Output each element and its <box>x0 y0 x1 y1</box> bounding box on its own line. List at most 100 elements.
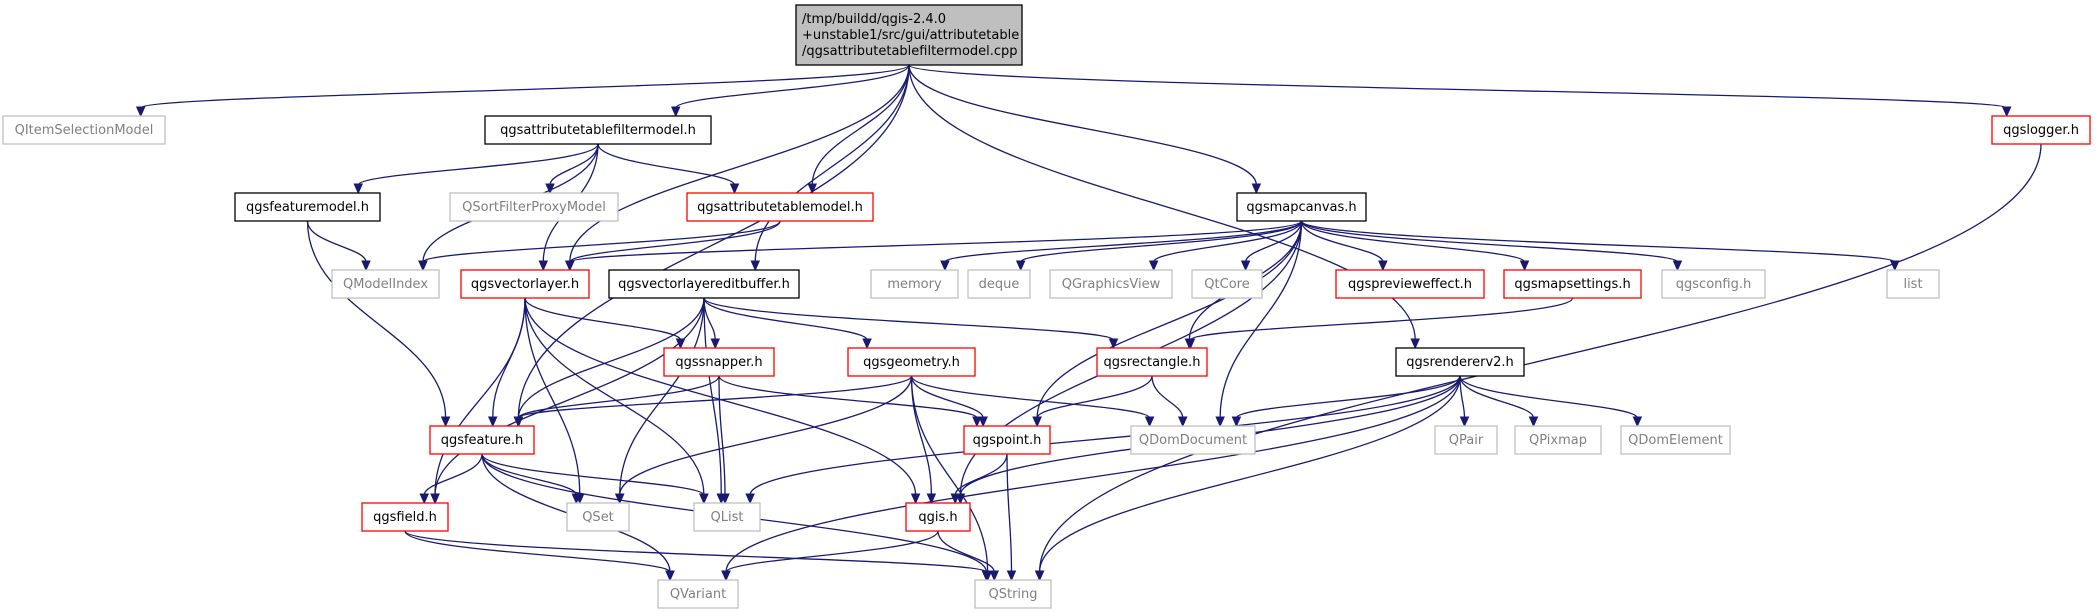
edge-line <box>357 143 599 186</box>
node-mapcanvas_h[interactable]: qgsmapcanvas.h <box>1236 192 1367 222</box>
edge-arrowhead <box>1108 338 1119 350</box>
node-snapper_h[interactable]: qgssnapper.h <box>663 347 775 377</box>
node-box <box>2 115 166 145</box>
node-box <box>905 502 971 532</box>
edge-arrowhead <box>1410 338 1420 350</box>
node-qpair: QPair <box>1434 425 1498 455</box>
edge-line <box>1153 220 1303 263</box>
node-label: QList <box>711 510 744 525</box>
edge-arrowhead <box>670 106 681 118</box>
edge-line <box>140 64 910 109</box>
edge-tablemodel_h-to-qmodelindex <box>418 220 781 272</box>
edge-arrowhead <box>745 493 755 505</box>
node-qmodelindex: QModelIndex <box>331 269 440 299</box>
edge-point_h-to-qgis_h <box>950 453 1008 505</box>
edge-arrowhead <box>720 493 730 505</box>
edge-line <box>549 143 599 186</box>
edge-line <box>423 453 483 496</box>
edge-arrowhead <box>1231 416 1242 428</box>
edge-arrowhead <box>430 493 440 505</box>
edge-arrowhead <box>1672 260 1683 272</box>
edge-line <box>306 220 447 419</box>
edge-editbuffer_h-to-geometry_h <box>703 297 872 350</box>
edge-arrowhead <box>513 416 524 428</box>
node-box <box>1991 115 2091 145</box>
edge-mapcanvas_h-to-qgraphicsview <box>1148 220 1303 272</box>
edge-line <box>1300 220 1384 263</box>
node-field_h[interactable]: qgsfield.h <box>361 502 449 532</box>
edge-line <box>524 297 705 496</box>
node-box <box>1049 269 1173 299</box>
edge-arrowhead <box>910 493 921 505</box>
edge-line <box>1235 375 1461 419</box>
node-qitemselectionmodel: QItemSelectionModel <box>2 115 166 145</box>
node-featuremodel_h[interactable]: qgsfeaturemodel.h <box>234 192 381 222</box>
node-mapsettings_h[interactable]: qgsmapsettings.h <box>1503 269 1642 299</box>
edge-line <box>675 64 910 109</box>
edge-line <box>718 375 726 496</box>
edge-field_h-to-qvariant <box>404 530 675 582</box>
node-box <box>1514 425 1602 455</box>
node-label: +unstable1/src/gui/attributetable <box>802 28 1019 43</box>
node-label: qgsfeature.h <box>441 433 524 448</box>
edge-snapper_h-to-point_h <box>718 375 982 428</box>
node-root[interactable]: /tmp/buildd/qgis-2.4.0+unstable1/src/gui… <box>795 4 1023 66</box>
node-box <box>331 269 440 299</box>
edge-mapcanvas_h-to-vectorlayer_h <box>565 220 1303 272</box>
edge-qgis_h-to-qstring <box>937 530 1000 582</box>
edge-featuremodel_h-to-qmodelindex <box>306 220 371 272</box>
node-previeweffect_h[interactable]: qgspreviewеffect.h <box>1335 269 1485 299</box>
edge-line <box>1151 375 1184 419</box>
edge-tablemodel_h-to-vectorlayer_h <box>565 220 781 272</box>
edge-line <box>944 220 1303 263</box>
edge-mapcanvas_h-to-qtcore <box>1240 220 1303 272</box>
node-qgis_h[interactable]: qgis.h <box>905 502 971 532</box>
edge-geometry_h-to-qgis_h <box>910 375 937 505</box>
edge-arrowhead <box>1528 416 1539 428</box>
node-vectorlayer_h[interactable]: qgsvectorlayer.h <box>460 269 590 299</box>
node-qvariant: QVariant <box>657 579 739 609</box>
edge-arrowhead <box>710 338 721 350</box>
node-editbuffer_h[interactable]: qgsvectorlayereditbuffer.h <box>608 269 800 299</box>
edge-snapper_h-to-qlist <box>718 375 730 505</box>
edge-root-to-qitemselectionmodel <box>135 64 910 118</box>
node-rendererv2_h[interactable]: qgsrendererv2.h <box>1395 347 1525 377</box>
edge-root-to-filtermodel_h <box>670 64 910 118</box>
edge-line <box>703 297 868 341</box>
edge-arrowhead <box>675 338 686 350</box>
node-label: qgsvectorlayereditbuffer.h <box>618 277 790 292</box>
edge-arrowhead <box>545 183 555 195</box>
edge-arrowhead <box>353 183 364 195</box>
edge-line <box>569 220 1303 263</box>
edge-line <box>1459 375 1535 419</box>
node-box <box>460 269 590 299</box>
edge-arrowhead <box>2001 106 2012 118</box>
edge-line <box>1459 375 1638 419</box>
node-label: qgsgeometry.h <box>863 355 960 370</box>
edge-arrowhead <box>665 570 675 582</box>
edge-arrowhead <box>419 493 430 505</box>
node-filtermodel_h[interactable]: qgsattributetablefiltermodel.h <box>484 115 712 145</box>
node-box <box>1395 347 1525 377</box>
node-feature_h[interactable]: qgsfeature.h <box>429 425 535 455</box>
node-point_h[interactable]: qgspoint.h <box>963 425 1051 455</box>
edge-rendererv2_h-to-qlist <box>745 375 1461 505</box>
node-rectangle_h[interactable]: qgsrectangle.h <box>1096 347 1208 377</box>
node-box <box>1335 269 1485 299</box>
node-label: qgsvectorlayer.h <box>471 277 579 292</box>
node-label: qgslogger.h <box>2003 123 2079 138</box>
edge-mapcanvas_h-to-qdomdocument <box>1215 220 1303 428</box>
edge-line <box>597 143 736 186</box>
node-label: QPair <box>1449 433 1484 448</box>
edge-line <box>434 297 526 496</box>
edge-mapsettings_h-to-rectangle_h <box>1185 297 1574 350</box>
node-qgslogger_h[interactable]: qgslogger.h <box>1991 115 2091 145</box>
edge-mapcanvas_h-to-mapsettings_h <box>1300 220 1530 272</box>
node-tablemodel_h[interactable]: qgsattributetablemodel.h <box>686 192 874 222</box>
edge-editbuffer_h-to-field_h <box>430 297 705 505</box>
edge-mapcanvas_h-to-deque <box>1015 220 1303 272</box>
edge-mapcanvas_h-to-list <box>1300 220 1900 272</box>
node-geometry_h[interactable]: qgsgeometry.h <box>847 347 976 377</box>
edge-line <box>1300 220 1679 263</box>
edge-qgslogger_h-to-qstring <box>1034 143 2042 582</box>
